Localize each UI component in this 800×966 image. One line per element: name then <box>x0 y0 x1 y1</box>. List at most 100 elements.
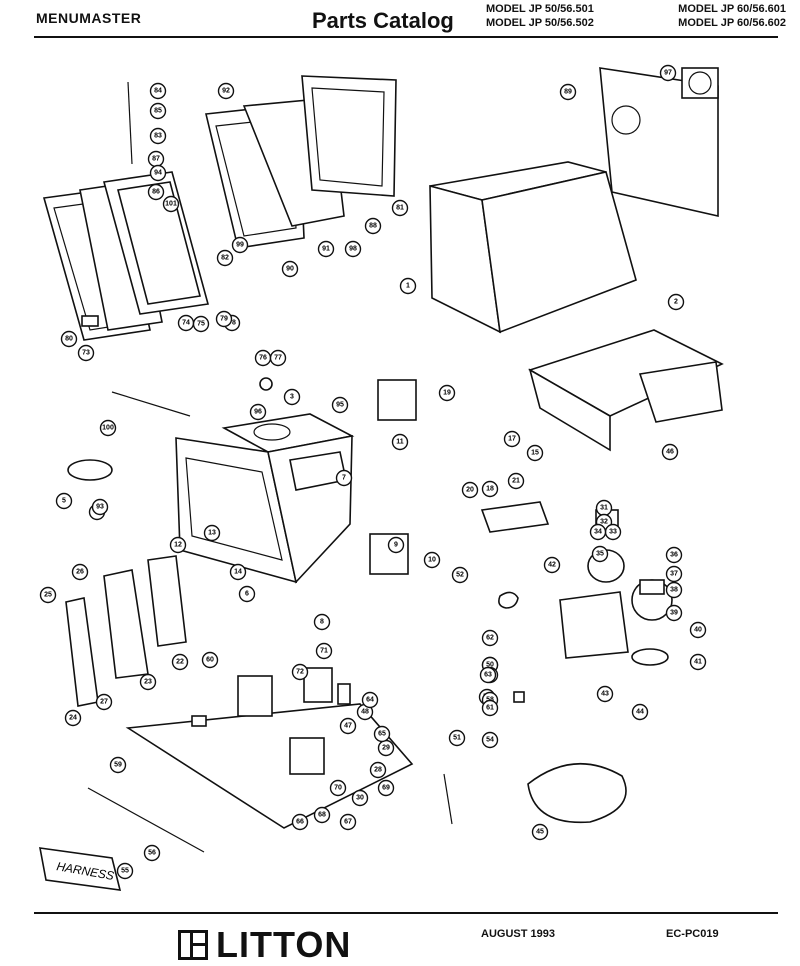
callout-71: 71 <box>315 642 333 660</box>
callout-25: 25 <box>39 586 57 604</box>
callout-number: 65 <box>378 731 386 738</box>
callout-number: 95 <box>336 402 344 409</box>
callout-97: 97 <box>659 64 677 82</box>
callout-number: 30 <box>356 795 364 802</box>
callout-91: 91 <box>317 240 335 258</box>
callout-13: 13 <box>203 524 221 542</box>
catalog-code: EC-PC019 <box>666 928 719 940</box>
callout-35: 35 <box>591 545 609 563</box>
callout-number: 38 <box>670 587 678 594</box>
callout-80: 80 <box>60 330 78 348</box>
callout-83: 83 <box>149 127 167 145</box>
callout-84: 84 <box>149 82 167 100</box>
callout-number: 36 <box>670 552 678 559</box>
callout-number: 50 <box>486 662 494 669</box>
callout-52: 52 <box>451 566 469 584</box>
footer-divider <box>34 912 778 914</box>
callout-number: 74 <box>182 320 190 327</box>
callout-23: 23 <box>139 673 157 691</box>
callout-number: 81 <box>396 205 404 212</box>
callout-14: 14 <box>229 563 247 581</box>
callout-66: 66 <box>291 813 309 831</box>
litton-logo-icon <box>178 930 208 960</box>
callout-number: 11 <box>396 439 404 446</box>
callout-54: 54 <box>481 731 499 749</box>
callout-5: 5 <box>55 492 73 510</box>
callout-number: 97 <box>664 70 672 77</box>
callout-number: 63 <box>484 672 492 679</box>
callout-89: 89 <box>559 83 577 101</box>
callout-number: 88 <box>369 223 377 230</box>
callout-95: 95 <box>331 396 349 414</box>
callout-39: 39 <box>665 604 683 622</box>
callout-number: 12 <box>174 542 182 549</box>
callout-15: 15 <box>526 444 544 462</box>
callout-number: 8 <box>320 619 324 626</box>
callout-number: 22 <box>176 659 184 666</box>
callout-92: 92 <box>217 82 235 100</box>
callout-43: 43 <box>596 685 614 703</box>
callout-number: 42 <box>548 562 556 569</box>
stirrer-and-lamp <box>67 377 519 609</box>
callout-number: 64 <box>366 697 374 704</box>
brand-label: MENUMASTER <box>36 10 142 26</box>
callout-number: 41 <box>694 659 702 666</box>
callout-number: 61 <box>486 705 494 712</box>
callout-number: 37 <box>670 571 678 578</box>
page-title: Parts Catalog <box>312 8 454 33</box>
litton-logo: LITTON <box>178 924 351 966</box>
callout-76: 76 <box>254 349 272 367</box>
logo-text: LITTON <box>216 924 352 965</box>
callout-87: 87 <box>147 150 165 168</box>
callout-number: 1 <box>406 283 410 290</box>
callout-18: 18 <box>481 480 499 498</box>
callout-number: 5 <box>62 498 66 505</box>
wrapper-panel <box>528 329 724 452</box>
callout-68: 68 <box>313 806 331 824</box>
callout-51: 51 <box>448 729 466 747</box>
callout-8: 8 <box>313 613 331 631</box>
callout-number: 62 <box>486 635 494 642</box>
callout-82: 82 <box>216 249 234 267</box>
callout-72: 72 <box>291 663 309 681</box>
callout-number: 3 <box>290 394 294 401</box>
callout-number: 70 <box>334 785 342 792</box>
callout-47: 47 <box>339 717 357 735</box>
callout-79: 79 <box>215 310 233 328</box>
callout-number: 46 <box>666 449 674 456</box>
callout-number: 18 <box>486 486 494 493</box>
callout-31: 31 <box>595 499 613 517</box>
callout-70: 70 <box>329 779 347 797</box>
callout-number: 83 <box>154 133 162 140</box>
callout-3: 3 <box>283 388 301 406</box>
callout-number: 32 <box>600 519 608 526</box>
callout-61: 61 <box>481 699 499 717</box>
model-row: MODEL JP 50/56.501 MODEL JP 60/56.601 <box>486 2 786 16</box>
callout-46: 46 <box>661 443 679 461</box>
callout-number: 96 <box>254 409 262 416</box>
callout-number: 68 <box>318 812 326 819</box>
callout-38: 38 <box>665 581 683 599</box>
callout-number: 44 <box>636 709 644 716</box>
callout-73: 73 <box>77 344 95 362</box>
callout-86: 86 <box>147 183 165 201</box>
callout-42: 42 <box>543 556 561 574</box>
callout-number: 73 <box>82 350 90 357</box>
callout-99: 99 <box>231 236 249 254</box>
callout-12: 12 <box>169 536 187 554</box>
callout-number: 59 <box>114 762 122 769</box>
callout-number: 26 <box>76 569 84 576</box>
callout-number: 80 <box>65 336 73 343</box>
callout-number: 31 <box>600 505 608 512</box>
callout-number: 94 <box>154 170 162 177</box>
right-side-components <box>443 501 673 825</box>
callout-number: 10 <box>428 557 436 564</box>
callout-number: 54 <box>486 737 494 744</box>
callout-1: 1 <box>399 277 417 295</box>
exploded-parts-diagram: HARNESS 12345678910111213141517181920212… <box>39 64 724 891</box>
callout-93: 93 <box>91 498 109 516</box>
callout-85: 85 <box>149 102 167 120</box>
callout-number: 33 <box>609 529 617 536</box>
callout-100: 100 <box>99 419 117 437</box>
callout-19: 19 <box>438 384 456 402</box>
